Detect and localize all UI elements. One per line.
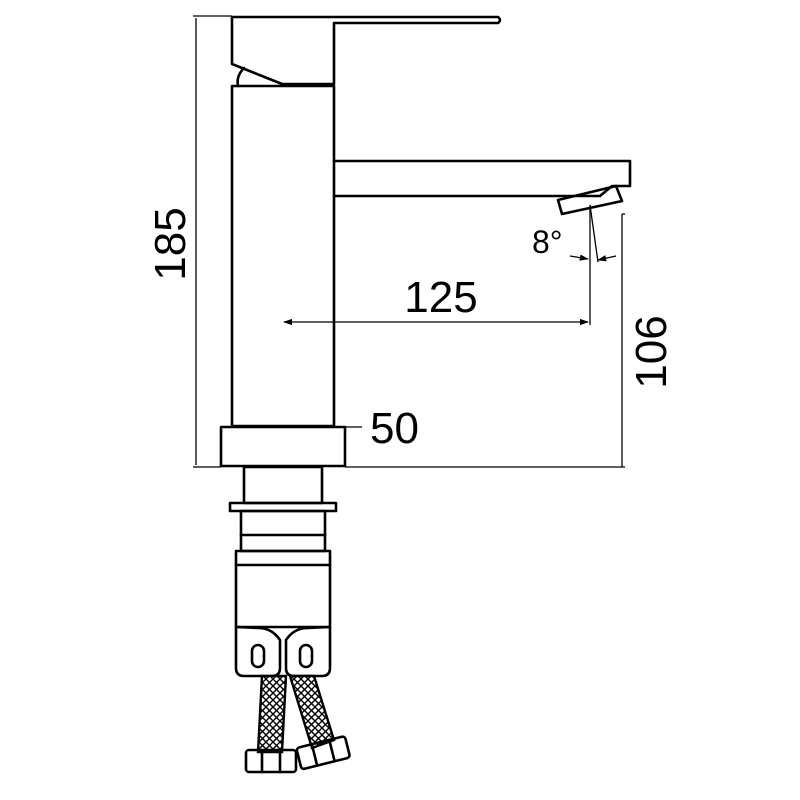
handle-pivot bbox=[236, 66, 246, 88]
hose-fitting-right bbox=[284, 625, 332, 678]
lever-handle bbox=[230, 15, 502, 86]
spout bbox=[332, 159, 632, 198]
mounting-shank bbox=[242, 465, 324, 505]
hose-end-nut-right bbox=[295, 735, 351, 771]
hose-end-nut-right-edge bbox=[310, 738, 336, 767]
dimension-lines bbox=[193, 15, 625, 468]
dim-arrow-angle-left bbox=[569, 254, 589, 261]
hose-fitting-left bbox=[234, 625, 282, 678]
main-column bbox=[230, 84, 336, 428]
dim-label-spout-angle: 8° bbox=[532, 224, 563, 260]
hose-end-nut-left bbox=[244, 748, 298, 774]
hose-fitting-slot-left bbox=[250, 643, 266, 669]
faucet-body bbox=[219, 15, 632, 468]
mounting-hardware bbox=[228, 465, 351, 774]
dim-label-spout-height: 106 bbox=[627, 315, 676, 388]
threaded-sleeve bbox=[239, 509, 327, 553]
dim-label-spout-reach: 125 bbox=[404, 273, 477, 322]
lock-nut bbox=[234, 549, 332, 629]
hose-end-nut-left-edge bbox=[260, 748, 282, 774]
dim-label-total-height: 185 bbox=[146, 207, 195, 280]
hose-fitting-slot-right bbox=[298, 643, 314, 669]
dim-label-base: 50 bbox=[370, 404, 419, 453]
base-ring bbox=[219, 425, 347, 468]
braided-hose-left bbox=[256, 674, 288, 754]
dim-arrow-angle-right bbox=[597, 255, 617, 262]
aerator bbox=[556, 184, 624, 216]
braided-hose-right bbox=[288, 674, 336, 750]
